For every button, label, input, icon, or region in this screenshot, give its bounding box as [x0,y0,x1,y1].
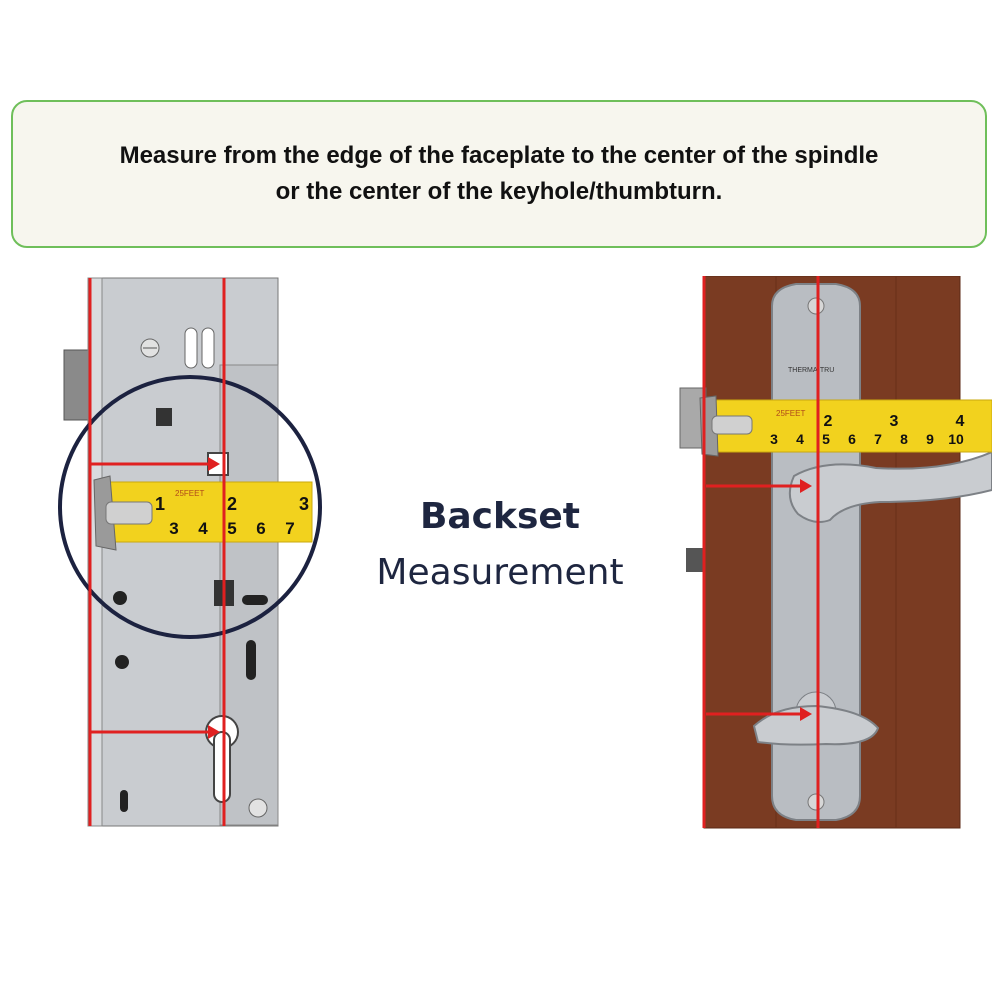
title-measurement: Measurement [376,552,624,593]
right-tape-top-tick-0: 2 [824,413,833,430]
right-tape-bottom-tick-5: 8 [900,431,908,447]
left-tape-bottom-tick-3: 6 [256,519,265,538]
right-tape-bottom-tick-1: 4 [796,431,804,447]
instruction-line-1: Measure from the edge of the faceplate t… [119,142,879,169]
left-tape-bottom-tick-0: 3 [169,519,178,538]
title-backset: Backset [419,496,581,537]
right-tape-bottom-tick-2: 5 [822,431,830,447]
instruction-banner: Measure from the edge of the faceplate t… [11,100,987,248]
right-tape-bottom-tick-7: 10 [948,431,964,447]
right-tape-top-tick-2: 4 [956,413,965,430]
right-tape-brand: 25FEET [776,409,805,418]
left-tape-brand: 25FEET [175,489,204,498]
instruction-line-2: or the center of the keyhole/thumbturn. [275,178,723,205]
right-tape-bottom-tick-0: 3 [770,431,778,447]
left-tape-bottom-tick-4: 7 [285,519,294,538]
right-tape-top-tick-1: 3 [890,413,899,430]
right-tape-bottom-tick-4: 7 [874,431,882,447]
left-tape-top-tick-0: 1 [155,494,165,514]
handle-brand: THERMA-TRU [788,367,834,374]
right-tape-bottom-tick-6: 9 [926,431,934,447]
left-tape-top-tick-2: 3 [299,494,309,514]
left-tape-top-tick-1: 2 [227,494,237,514]
left-tape-bottom-tick-1: 4 [198,519,208,538]
door-handle-illustration: THERMA-TRU 25FEET 2 3 4 3 4 5 6 7 8 9 10 [679,276,992,829]
right-tape-bottom-tick-3: 6 [848,431,856,447]
left-tape-bottom-tick-2: 5 [227,519,236,538]
